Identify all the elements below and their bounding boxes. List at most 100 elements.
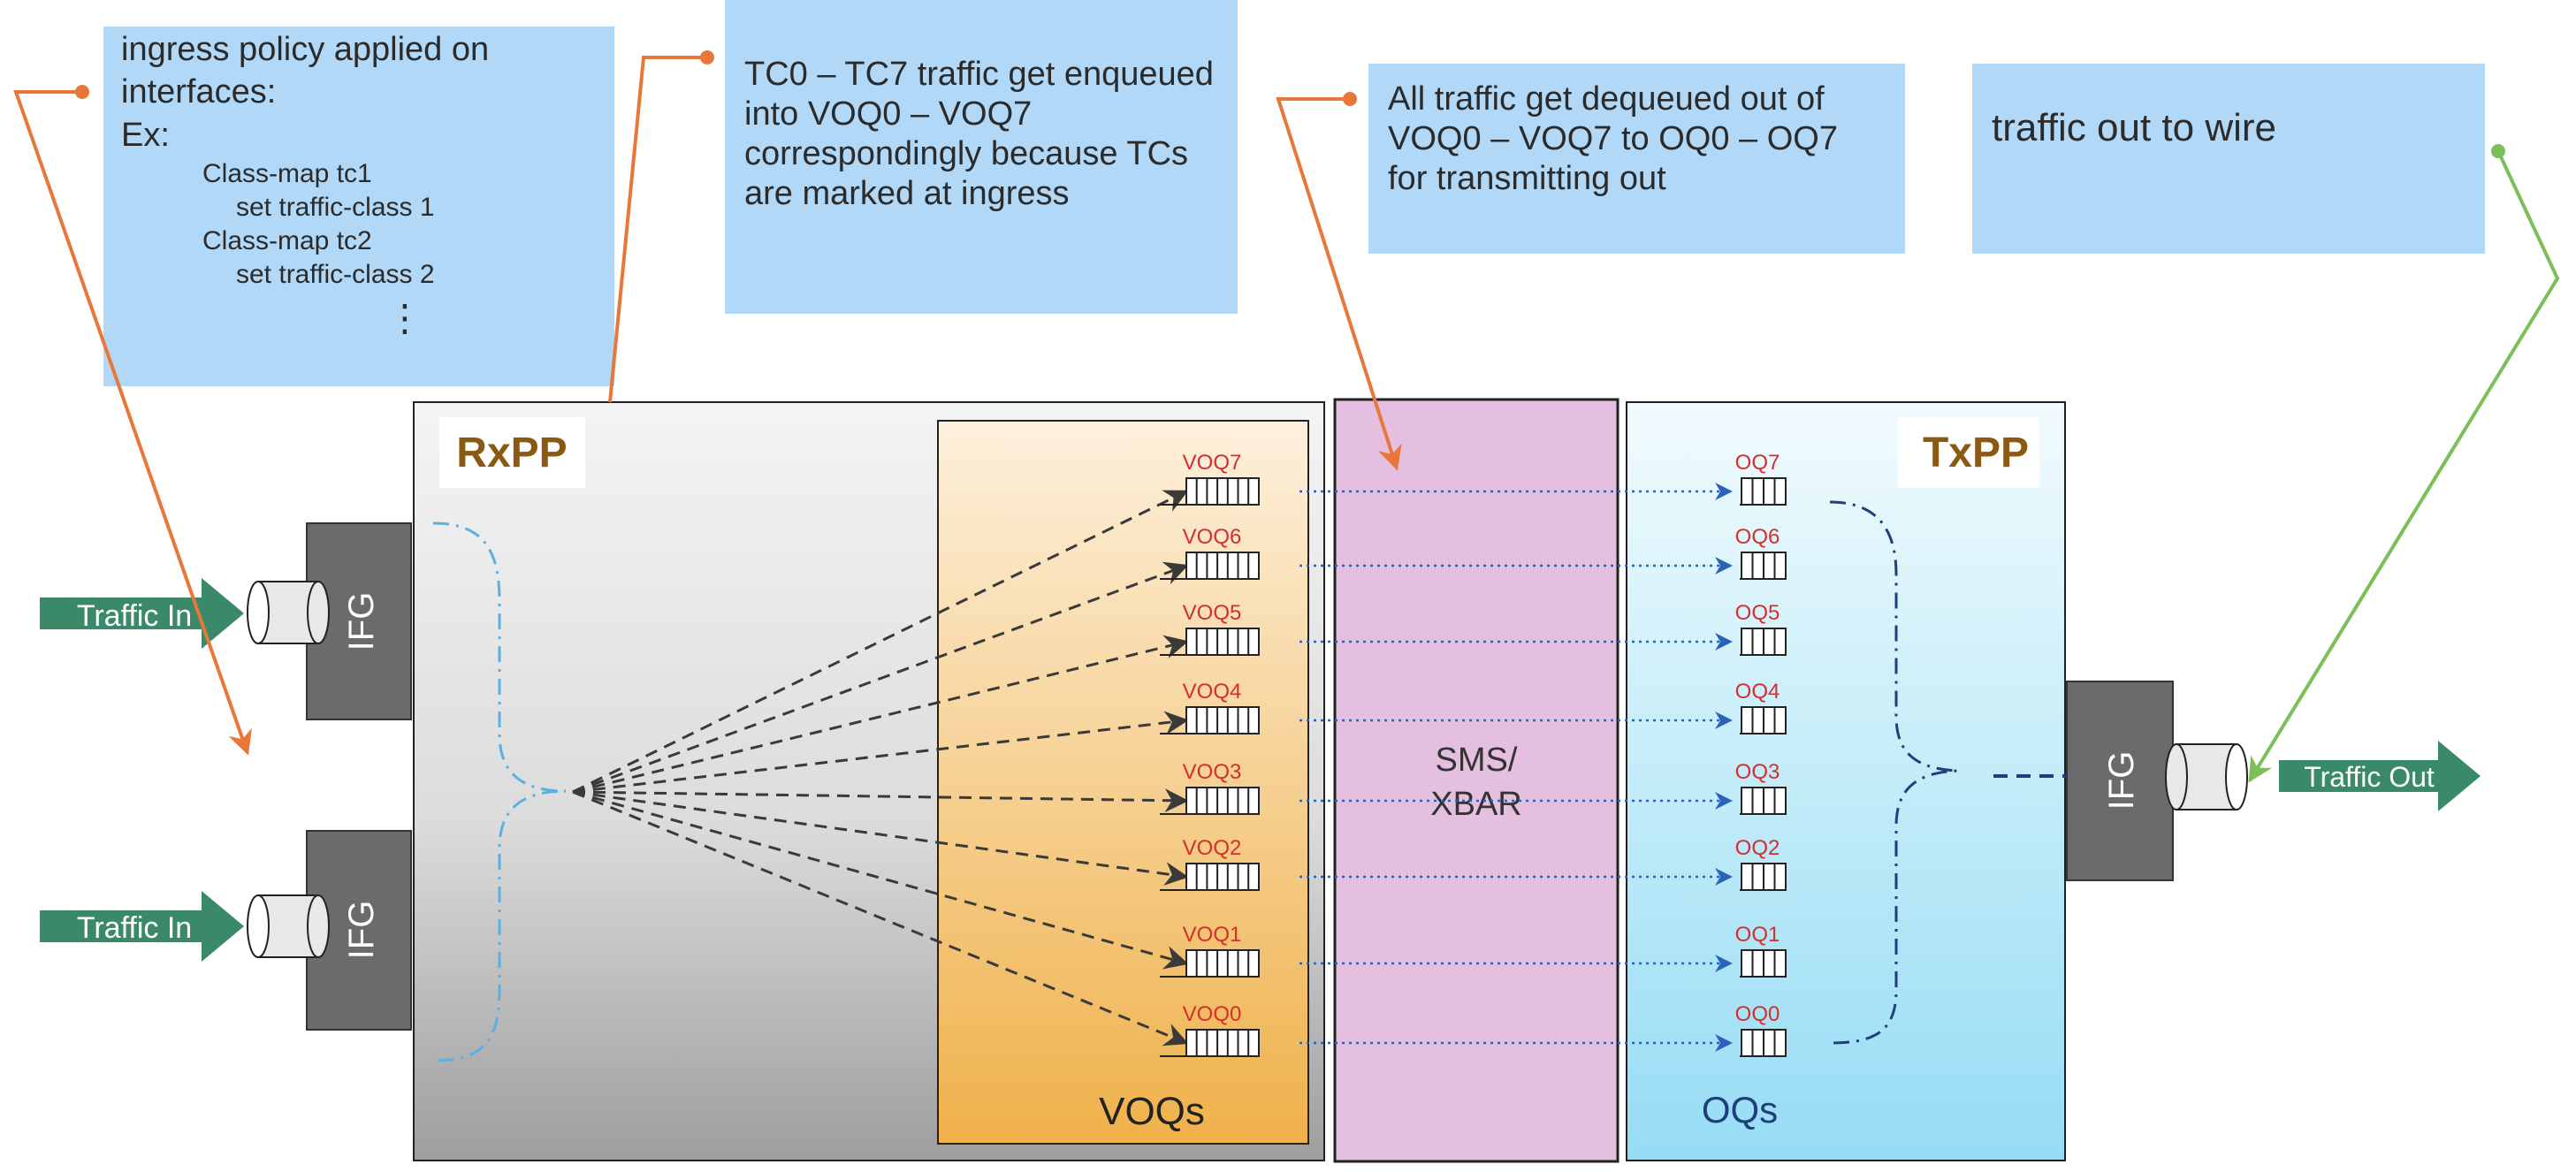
oq-label: OQ2 [1735,836,1780,860]
oq-label: OQ7 [1735,451,1780,475]
ingress-example-label: Ex: [121,117,170,154]
voq-queue: VOQ2 [1160,836,1260,891]
port-cylinder-back [2225,743,2248,811]
port-cylinder-face [2165,743,2188,811]
egress-port: IFG Traffic Out [2066,681,2481,881]
ingress-port-bottom: IFG Traffic In [40,830,412,1031]
fan-line [572,561,1189,794]
voq-queue: VOQ5 [1160,601,1260,656]
rxpp-title-box [439,417,585,488]
set-traffic-class-line: set traffic-class 2 [236,260,435,289]
ifg-label: IFG [342,901,381,960]
fan-line [572,788,1189,813]
oq-queue: OQ2 [1735,836,1787,891]
oq-label: OQ0 [1735,1002,1780,1026]
fan-line [572,490,1189,794]
queue-body [1185,949,1260,978]
traffic-in-label: Traffic In [77,599,192,633]
enqueue-note: TC0 – TC7 traffic get enqueued into VOQ0… [725,0,1238,314]
oq-label: OQ6 [1735,525,1780,549]
fan-line [572,790,1189,1046]
fabric-links [1299,483,1733,1052]
voq-block [937,420,1309,1145]
voq-block-title: VOQs [1099,1090,1205,1133]
ingress-policy-title: ingress policy applied on interfaces: [121,31,490,110]
oq-label: OQ5 [1735,601,1780,625]
voq-label: VOQ2 [1183,836,1242,860]
ellipsis: ⋮ [386,297,423,339]
queue-body [1185,787,1260,815]
fan-line [572,790,1189,887]
oq-queue: OQ4 [1735,680,1787,734]
oq-queue: OQ1 [1735,923,1787,978]
queue-body [1185,863,1260,891]
voq-label: VOQ1 [1183,923,1242,947]
oq-block-title: OQs [1702,1089,1778,1130]
fan-line [572,790,1189,970]
connector-dot [2491,144,2505,158]
ifg-label: IFG [342,592,381,651]
dequeue-note: All traffic get dequeued out of VOQ0 – V… [1368,64,1905,254]
voq-label: VOQ5 [1183,601,1242,625]
ifg-label: IFG [2102,751,2141,811]
traffic-in-arrow [40,578,244,649]
ingress-port-top: IFG Traffic In [40,522,412,720]
connector-dot [700,50,714,65]
txpp-title-box [1898,417,2039,488]
ingress-merge-brace [432,521,567,1062]
wire-note-text: traffic out to wire [1992,106,2276,149]
oq-queue: OQ5 [1735,601,1787,656]
wire-note: traffic out to wire [1972,64,2485,254]
fan-line [572,635,1189,794]
oq-label: OQ3 [1735,760,1780,784]
oq-queue: OQ0 [1735,1002,1787,1057]
txpp-title: TxPP [1923,430,2029,476]
queue-body [1185,706,1260,734]
class-map-line: Class-map tc2 [202,226,372,255]
voq-queue: VOQ6 [1160,525,1260,580]
traffic-in-label: Traffic In [77,911,192,945]
dequeue-note-text: All traffic get dequeued out of VOQ0 – V… [1388,80,1838,197]
voq-fan-lines [572,490,1189,1046]
txpp-block [1626,401,2066,1161]
fan-line [572,711,1189,794]
rxpp-title: RxPP [456,430,567,476]
wire-callout-connector [2248,144,2560,783]
traffic-out-label: Traffic Out [2304,761,2435,793]
queue-body [1185,552,1260,580]
class-map-line: Class-map tc1 [202,159,372,188]
dequeue-callout-connector [1276,92,1402,471]
port-cylinder-back [307,894,330,958]
egress-merge-brace [1829,500,1959,1045]
connector-dot [1343,92,1357,106]
oq-label: OQ4 [1735,680,1780,704]
ingress-callout-connector [13,85,252,756]
enqueue-callout-connector [608,50,714,403]
oq-queue: OQ3 [1735,760,1787,815]
enqueue-note-text: TC0 – TC7 traffic get enqueued into VOQ0… [744,56,1214,212]
voq-label: VOQ3 [1183,760,1242,784]
traffic-out-arrow [2279,741,2481,811]
queue-body [1185,628,1260,656]
fabric-block [1333,398,1620,1163]
voq-label: VOQ7 [1183,451,1242,475]
set-traffic-class-line: set traffic-class 1 [236,193,435,222]
voq-queue: VOQ4 [1160,680,1260,734]
voq-label: VOQ6 [1183,525,1242,549]
voq-queue: VOQ0 [1160,1002,1260,1057]
voq-label: VOQ4 [1183,680,1242,704]
voq-queue: VOQ3 [1160,760,1260,815]
voq-queue: VOQ1 [1160,923,1260,978]
voq-queue: VOQ7 [1160,451,1260,506]
fabric-label-line2: XBAR [1430,786,1521,823]
ingress-policy-note: ingress policy applied on interfaces: Ex… [103,27,614,386]
oq-queue: OQ6 [1735,525,1787,580]
port-cylinder-face [247,581,270,644]
oq-label: OQ1 [1735,923,1780,947]
traffic-in-arrow [40,891,244,962]
fabric-label-line1: SMS/ [1436,742,1518,779]
queue-body [1185,477,1260,506]
